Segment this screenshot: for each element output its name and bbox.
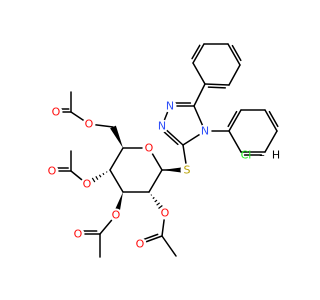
bond-Cacy2-Oco2-second bbox=[141, 233, 159, 241]
atom-background bbox=[49, 105, 63, 119]
bond-P1-P2 bbox=[192, 62, 206, 85]
atom-background bbox=[45, 164, 59, 178]
atom-label-n2: N bbox=[166, 100, 174, 113]
atom-label-o-c2-carbonyl: O bbox=[136, 238, 145, 251]
bond-P6-P1-second bbox=[207, 86, 227, 89]
atom-label-o-c3-carbonyl: O bbox=[74, 228, 83, 241]
atom-label-n4: N bbox=[201, 125, 209, 138]
hash-C4-O4 bbox=[102, 172, 105, 176]
bond-P6-P1 bbox=[204, 83, 230, 86]
atom-label-n1: N bbox=[158, 120, 166, 133]
atom-label-o-c6-carbonyl: O bbox=[52, 106, 61, 119]
atom-background bbox=[142, 141, 156, 155]
atom-label-o-c4: O bbox=[83, 178, 92, 191]
atom-label-o-c2: O bbox=[161, 207, 170, 220]
bond-C5t-P1 bbox=[193, 83, 206, 107]
hash-C4-O4 bbox=[98, 174, 102, 178]
bond-Q4-Q5 bbox=[264, 130, 278, 153]
hash-C2-O2 bbox=[156, 202, 161, 206]
bond-C5-C4 bbox=[109, 147, 124, 171]
atom-label-o-c6: O bbox=[85, 118, 94, 131]
salt-dash: – bbox=[259, 149, 265, 162]
atom-label-o-c3: O bbox=[112, 209, 121, 222]
bond-P5-P6 bbox=[228, 64, 241, 86]
atom-label-o-c4-carbonyl: O bbox=[48, 165, 57, 178]
atom-background bbox=[163, 99, 177, 113]
atom-background bbox=[198, 124, 212, 138]
bond-P2-P3 bbox=[192, 43, 205, 64]
chlorine-label: Cl bbox=[241, 149, 252, 162]
bond-C3t-N1t-second bbox=[162, 130, 179, 146]
hash-C2-O2 bbox=[150, 194, 153, 196]
bond-Q3-Q4-second bbox=[268, 110, 279, 128]
bond-Q6-Q1 bbox=[228, 130, 242, 153]
atom-background bbox=[158, 206, 172, 220]
bond-C4-C3 bbox=[109, 169, 124, 193]
hash-C2-O2 bbox=[154, 199, 158, 203]
bond-C2-C1 bbox=[148, 169, 163, 193]
bond-P2-P3-second bbox=[191, 44, 201, 60]
hydrogen-label: H bbox=[272, 149, 280, 162]
atom-background bbox=[82, 117, 96, 131]
atom-background bbox=[71, 227, 85, 241]
atom-background bbox=[155, 119, 169, 133]
bond-Q1-Q2-second bbox=[227, 110, 238, 128]
hydrochloride-label: Cl – H bbox=[241, 149, 281, 162]
atom-background bbox=[180, 163, 194, 177]
atom-background bbox=[109, 208, 123, 222]
hash-C2-O2 bbox=[158, 205, 163, 209]
atom-label-o-ring: O bbox=[145, 142, 154, 155]
bond-Q1-Q2 bbox=[228, 109, 242, 132]
atom-background bbox=[80, 177, 94, 191]
hash-C2-O2 bbox=[152, 196, 155, 200]
bond-P4-P5 bbox=[227, 43, 241, 66]
bond-Q3-Q4 bbox=[264, 109, 278, 132]
hash-C4-O4 bbox=[95, 176, 99, 180]
wedge-C5-C6 bbox=[110, 125, 123, 148]
bond-P4-P5-second bbox=[231, 44, 242, 62]
atom-background bbox=[133, 237, 147, 251]
hash-C4-O4 bbox=[91, 177, 96, 183]
hash-C4-O4 bbox=[105, 171, 108, 173]
bond-Cacy2-Me2 bbox=[161, 235, 177, 257]
atom-label-s-thio: S bbox=[184, 164, 191, 177]
